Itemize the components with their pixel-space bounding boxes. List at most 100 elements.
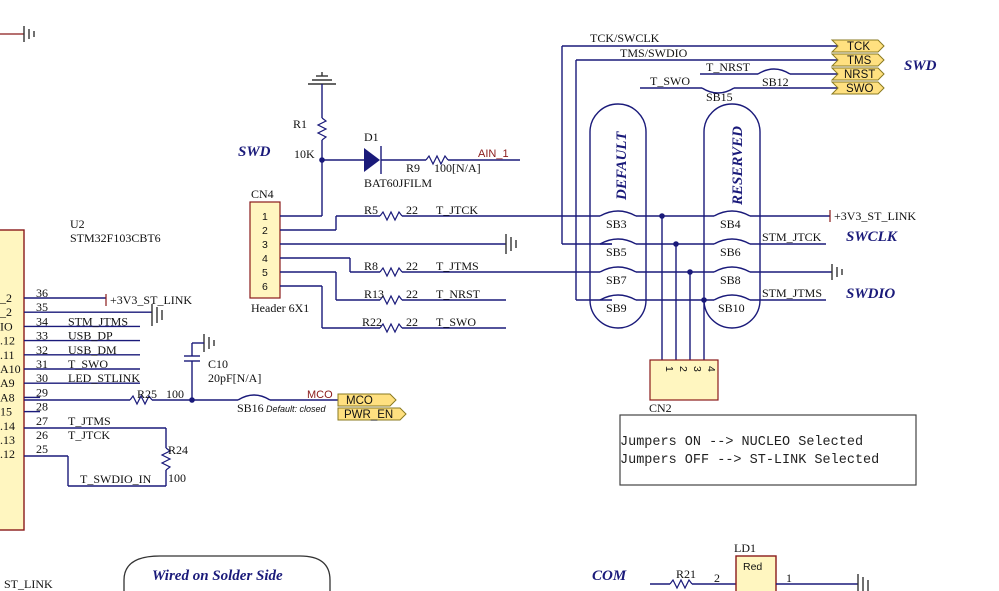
net-label-3v3-right: +3V3_ST_LINK [834, 209, 916, 223]
mcu-u2-pin-number: 28 [36, 400, 48, 414]
svg-text:5: 5 [262, 267, 268, 279]
mcu-u2-pin-name: A8 [0, 390, 15, 404]
diode-d1-label: D1 [364, 130, 379, 144]
net-label-t-swdio-in: T_SWDIO_IN [80, 472, 152, 486]
mcu-u2-pin-name: .14 [0, 419, 15, 433]
resistor-r1-value: 10K [294, 147, 315, 161]
connector-cn2-label: CN2 [649, 401, 672, 415]
mcu-u2-pin-name: .11 [0, 348, 15, 362]
mco-line [24, 394, 338, 406]
svg-text:TCK: TCK [847, 41, 870, 53]
section-title-com: COM [592, 568, 627, 584]
net-label-mco: MCO [307, 389, 333, 401]
mcu-u2-pin-25: .12 25 [0, 442, 48, 461]
ground-symbol-cn4-pin3 [505, 234, 517, 254]
mcu-u2-pin-net: LED_STLINK [68, 371, 140, 385]
net-label-stm-jtms-right: STM_JTMS [762, 286, 822, 300]
resistor-r5-value: 22 [406, 203, 418, 217]
svg-text:2: 2 [262, 225, 268, 237]
capacitor-c10-label: C10 [208, 357, 228, 371]
bridge-sb16-note: Default: closed [266, 404, 327, 414]
mcu-u2-pin-name: .13 [0, 433, 15, 447]
resistor-r24 [24, 427, 172, 487]
capsule-reserved-label: RESERVED [730, 126, 746, 206]
jumper-notes-box: Jumpers ON --> NUCLEO Selected Jumpers O… [619, 414, 917, 486]
mcu-u2-pin-name: IO [0, 319, 13, 333]
svg-text:2: 2 [677, 366, 689, 372]
port-pwr-en: PWR_EN [337, 407, 407, 421]
mcu-u2-pin-name: A9 [0, 376, 15, 390]
resistor-r24-value: 100 [168, 471, 186, 485]
resistor-r9-value: 100[N/A] [434, 161, 481, 175]
net-label-t-jtck-cn4: T_JTCK [436, 203, 478, 217]
resistor-r1 [316, 117, 328, 141]
resistor-r24-label: R24 [168, 443, 188, 457]
section-title-swd-top: SWD [904, 58, 937, 74]
svg-text:3: 3 [691, 366, 703, 372]
port-tck: TCK [830, 39, 885, 53]
net-label-ain1: AIN_1 [478, 148, 509, 160]
capsule-net-lines [600, 215, 832, 360]
net-label-t-swo-cn4: T_SWO [436, 315, 476, 329]
ground-symbol-u2-35 [151, 304, 163, 326]
svg-text:1: 1 [663, 366, 675, 372]
svg-text:NRST: NRST [844, 69, 875, 81]
mcu-u2-pin-number: 34 [36, 314, 48, 328]
bridge-sb15-label: SB15 [706, 90, 733, 104]
net-label-t-jtms-cn4: T_JTMS [436, 259, 479, 273]
resistor-r22-label: R22 [362, 315, 382, 329]
mcu-u2-pin-name: _2 [0, 305, 12, 319]
section-title-wired-solder: Wired on Solder Side [152, 568, 283, 584]
jumper-note-on: Jumpers ON --> NUCLEO Selected [620, 435, 863, 450]
mcu-u2-pin-number: 29 [36, 385, 48, 399]
net-label-3v3-left: +3V3_ST_LINK [110, 293, 192, 307]
jumper-note-off: Jumpers OFF --> ST-LINK Selected [620, 453, 879, 468]
mcu-u2-pin-name: .12 [0, 334, 15, 348]
resistor-r9 [425, 154, 449, 166]
net-label-t-nrst-cn4: T_NRST [436, 287, 481, 301]
bridge-sb9-label: SB9 [606, 301, 627, 315]
mcu-u2-pin-number: 25 [36, 442, 48, 456]
svg-text:4: 4 [262, 253, 268, 265]
connector-cn4: 1 2 3 4 5 6 [249, 201, 281, 299]
mcu-u2-pin-name: .12 [0, 447, 15, 461]
solder-side-frame [123, 555, 331, 591]
port-swo: SWO [830, 81, 885, 95]
net-label-t-nrst-top: T_NRST [706, 60, 751, 74]
bridge-sb12-label: SB12 [762, 75, 789, 89]
net-label-t-swo-top: T_SWO [650, 74, 690, 88]
bridge-sb5-label: SB5 [606, 245, 627, 259]
bridge-sb6-label: SB6 [720, 245, 741, 259]
cn4-wires [280, 210, 600, 334]
diode-d1 [364, 146, 382, 174]
resistor-r1-label: R1 [293, 117, 307, 131]
net-label-tck-swclk: TCK/SWCLK [590, 31, 660, 45]
mcu-u2-pin-number: 30 [36, 371, 48, 385]
svg-text:SWO: SWO [846, 83, 874, 95]
connector-cn4-value: Header 6X1 [251, 301, 309, 315]
resistor-r22-value: 22 [406, 315, 418, 329]
led-ld1-pin2: 2 [714, 571, 720, 585]
port-tms: TMS [830, 53, 885, 67]
mcu-u2-pin-net: T_JTMS [68, 414, 111, 428]
svg-text:MCO: MCO [346, 395, 373, 407]
diode-d1-value: BAT60JFILM [364, 176, 432, 190]
led-ld1-value: Red [743, 561, 762, 573]
svg-text:6: 6 [262, 281, 268, 293]
mcu-u2-label: U2 [70, 217, 85, 231]
mcu-u2-pin-29: A8 29 [0, 385, 48, 404]
svg-text:3: 3 [262, 239, 268, 251]
ground-symbol-top-left [0, 26, 35, 42]
led-ld1-pin1: 1 [786, 571, 792, 585]
net-label-stm-jtck-right: STM_JTCK [762, 230, 822, 244]
resistor-r25-label: R25 [137, 387, 157, 401]
mcu-u2-pin-name: _2 [0, 291, 12, 305]
led-ld1-label: LD1 [734, 541, 756, 555]
bridge-sb3-label: SB3 [606, 217, 627, 231]
